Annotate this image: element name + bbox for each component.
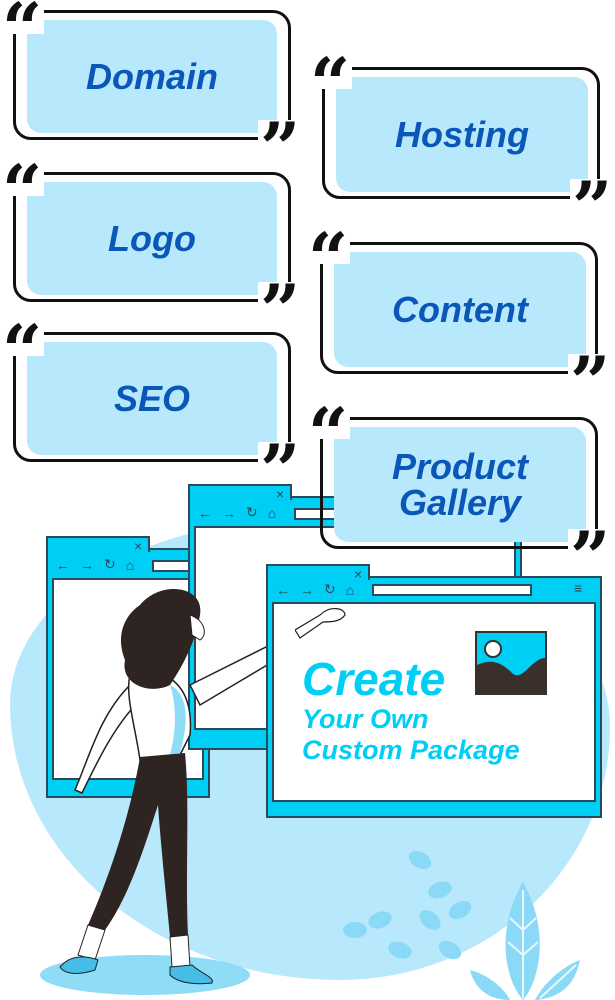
card-label-line1: Product <box>391 445 528 487</box>
hamburger-menu-icon[interactable]: ≡ <box>574 580 583 596</box>
image-icon <box>475 631 547 695</box>
forward-icon[interactable]: → <box>300 581 314 598</box>
close-icon[interactable]: × <box>276 486 285 502</box>
card-hosting[interactable]: Hosting “ ” <box>308 42 615 249</box>
close-quote-icon: ” <box>258 107 303 190</box>
address-bar[interactable] <box>372 584 532 596</box>
browser-tab <box>46 536 150 552</box>
headline-custom-package: Custom Package <box>302 735 520 765</box>
card-seo[interactable]: SEO “ ” <box>0 309 310 512</box>
browser-nav: ← → ↻ ⌂ <box>198 504 276 521</box>
close-quote-icon: ” <box>568 341 613 424</box>
back-icon[interactable]: ← <box>56 556 70 573</box>
back-icon[interactable]: ← <box>198 504 212 521</box>
browser-nav: ← → ↻ ⌂ <box>276 581 354 598</box>
card-domain[interactable]: Domain “ ” <box>0 0 310 190</box>
open-quote-icon: “ <box>0 309 45 392</box>
card-label-line2: Gallery <box>398 481 522 523</box>
card-label: Logo <box>108 217 196 259</box>
back-icon[interactable]: ← <box>276 581 290 598</box>
open-quote-icon: “ <box>0 0 45 70</box>
close-quote-icon: ” <box>570 166 615 249</box>
close-quote-icon: ” <box>568 516 613 599</box>
browser-nav: ← → ↻ ⌂ <box>56 556 134 573</box>
card-logo[interactable]: Logo “ ” <box>0 149 310 352</box>
reload-icon[interactable]: ↻ <box>104 556 116 572</box>
home-icon[interactable]: ⌂ <box>267 504 277 521</box>
open-quote-icon: “ <box>0 149 45 232</box>
reload-icon[interactable]: ↻ <box>324 581 336 597</box>
close-quote-icon: ” <box>258 269 303 352</box>
card-product-gallery[interactable]: Product Gallery “ ” <box>306 392 615 599</box>
open-quote-icon: “ <box>308 42 353 125</box>
card-label: Domain <box>85 55 218 97</box>
woman-illustration <box>59 588 347 985</box>
leaves-decoration <box>343 850 580 1000</box>
home-icon[interactable]: ⌂ <box>345 581 355 598</box>
browser-tab <box>266 564 370 580</box>
close-icon[interactable]: × <box>134 538 143 554</box>
open-quote-icon: “ <box>306 217 351 300</box>
reload-icon[interactable]: ↻ <box>246 504 258 520</box>
card-label: SEO <box>113 377 191 419</box>
card-label: Hosting <box>395 113 529 155</box>
forward-icon[interactable]: → <box>222 504 236 521</box>
home-icon[interactable]: ⌂ <box>125 556 135 573</box>
open-quote-icon: “ <box>306 392 351 475</box>
headline-your-own: Your Own <box>302 704 429 734</box>
close-icon[interactable]: × <box>354 566 363 582</box>
forward-icon[interactable]: → <box>80 556 94 573</box>
browser-tab <box>188 484 292 500</box>
hand-illustration <box>295 608 346 639</box>
headline-create: Create <box>302 653 446 705</box>
card-content[interactable]: Content “ ” <box>306 217 615 424</box>
close-quote-icon: ” <box>258 429 303 512</box>
card-label: Content <box>392 288 528 330</box>
